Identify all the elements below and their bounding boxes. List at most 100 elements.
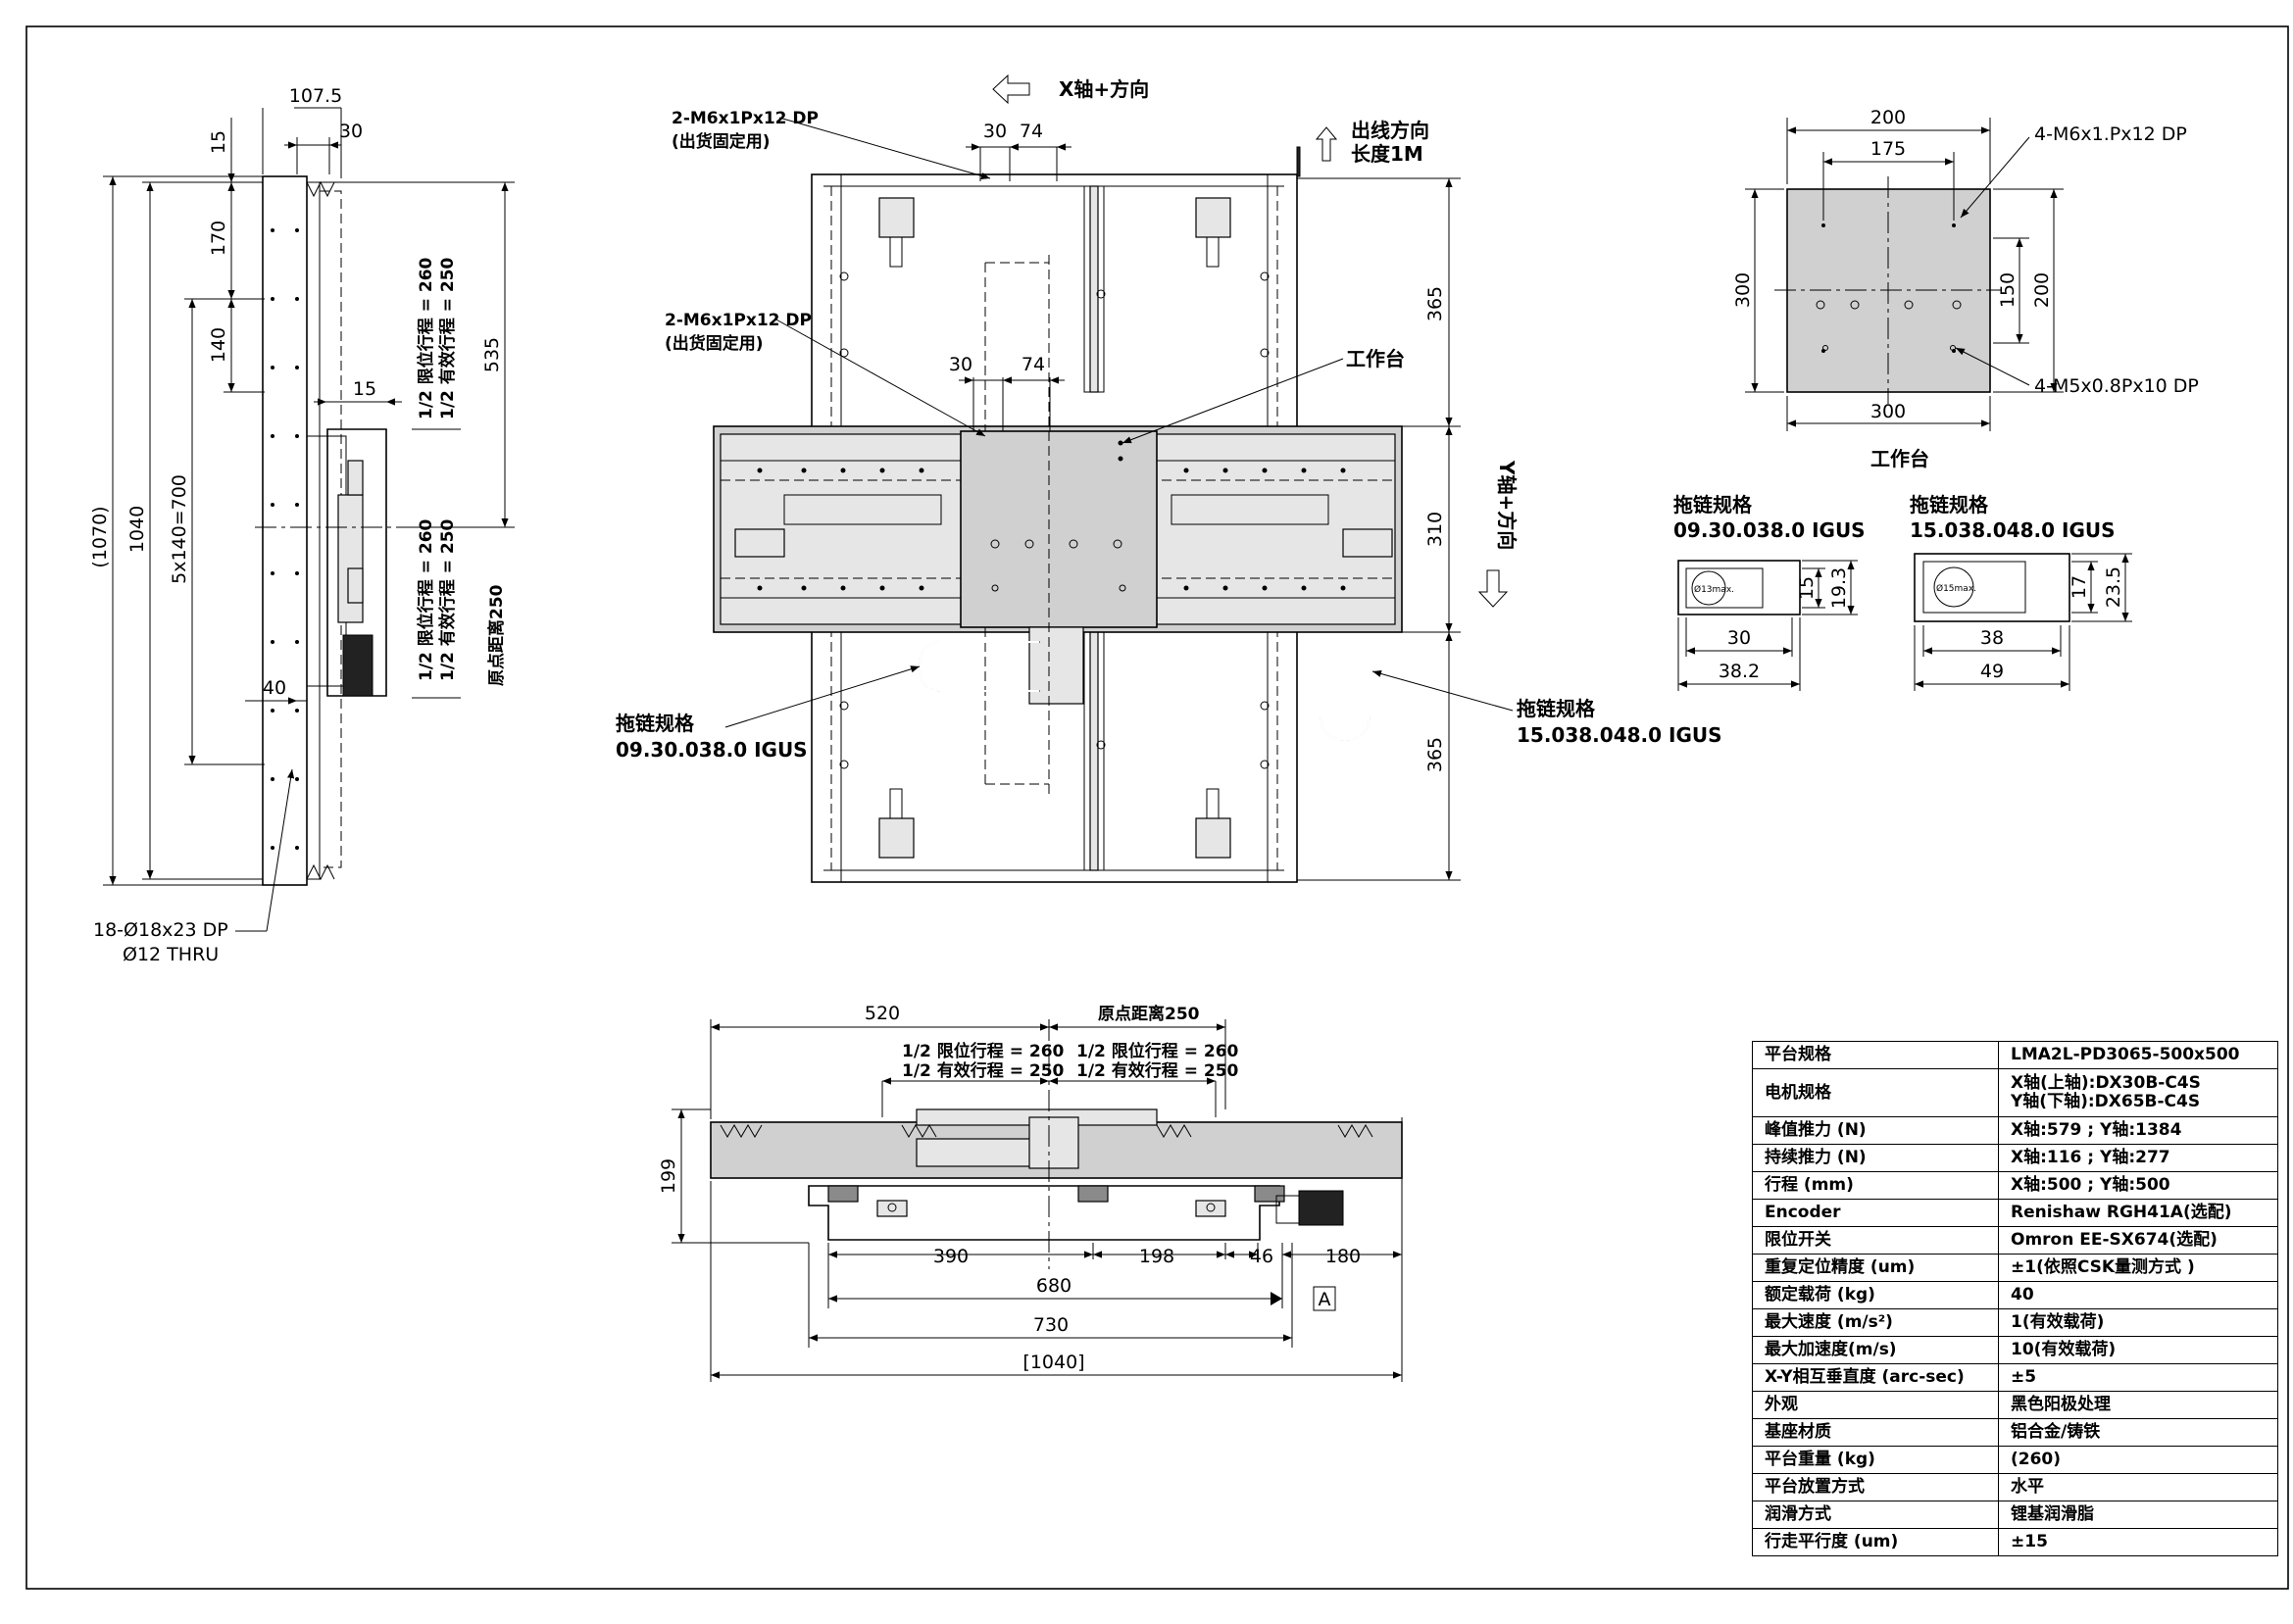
side-view: (1070) 1040 5x140=700 15 170 140 535 107… bbox=[89, 85, 515, 965]
spec-row: 峰值推力 (N) X轴:579 ; Y轴:1384 bbox=[1752, 1116, 2278, 1145]
spec-value: LMA2L-PD3065-500x500 bbox=[1998, 1041, 2278, 1069]
spec-value: Renishaw RGH41A(选配) bbox=[1998, 1199, 2278, 1227]
stroke-a2: 1/2 有效行程 = 250 bbox=[437, 257, 458, 419]
callout-mid-2: (出货固定用) bbox=[665, 333, 764, 354]
spec-row: 最大加速度(m/s)10(有效载荷) bbox=[1752, 1336, 2278, 1364]
spec-key: 限位开关 bbox=[1752, 1226, 1999, 1255]
dim-520: 520 bbox=[865, 1003, 900, 1024]
dim-30-side: 30 bbox=[339, 121, 363, 142]
side-chain-box bbox=[342, 634, 374, 697]
hole-note-2: Ø12 THRU bbox=[123, 944, 219, 965]
work-table bbox=[960, 430, 1158, 628]
chain1-inner-w: 30 bbox=[1727, 627, 1751, 649]
spec-value: ±15 bbox=[1998, 1528, 2278, 1556]
spec-row: 平台放置方式水平 bbox=[1752, 1473, 2278, 1501]
dim-365-a: 365 bbox=[1424, 286, 1446, 321]
spec-value-line: ±1(依照CSK量测方式 ) bbox=[2011, 1257, 2195, 1277]
spec-key: 润滑方式 bbox=[1752, 1501, 1999, 1529]
dim-170: 170 bbox=[208, 221, 229, 256]
front-motor-box bbox=[1298, 1190, 1344, 1226]
chain1-outer bbox=[1677, 560, 1801, 615]
spec-row: 基座材质铝合金/铸铁 bbox=[1752, 1418, 2278, 1447]
side-base-body bbox=[262, 175, 308, 886]
spec-key: X-Y相互垂直度 (arc-sec) bbox=[1752, 1363, 1999, 1392]
spec-row: 持续推力 (N)X轴:116 ; Y轴:277 bbox=[1752, 1144, 2278, 1172]
dim-199: 199 bbox=[658, 1158, 679, 1194]
chain-detail-2: 拖链规格 15.038.048.0 IGUS Ø15max. 17 23.5 3… bbox=[1910, 493, 2132, 691]
dim-15-side-b: 15 bbox=[353, 378, 376, 400]
dim-390: 390 bbox=[933, 1246, 969, 1267]
stroke-a1: 1/2 限位行程 = 260 bbox=[416, 257, 436, 419]
spec-row: 最大速度 (m/s²)1(有效载荷) bbox=[1752, 1308, 2278, 1337]
table-detail-title: 工作台 bbox=[1870, 447, 1929, 470]
spec-value: 水平 bbox=[1998, 1473, 2278, 1501]
spec-row: X-Y相互垂直度 (arc-sec) ±5 bbox=[1752, 1363, 2278, 1392]
dim-74-top: 74 bbox=[1020, 121, 1043, 142]
spec-key: 峰值推力 (N) bbox=[1752, 1116, 1999, 1145]
front-carriage bbox=[1028, 1116, 1079, 1169]
dim-198: 198 bbox=[1139, 1246, 1174, 1267]
spec-value-line: LMA2L-PD3065-500x500 bbox=[2011, 1045, 2240, 1064]
spec-key: 最大加速度(m/s) bbox=[1752, 1336, 1999, 1364]
dim-180: 180 bbox=[1325, 1246, 1361, 1267]
drag-chain-y bbox=[1320, 642, 1371, 741]
spec-key: 基座材质 bbox=[1752, 1418, 1999, 1447]
spec-key: 持续推力 (N) bbox=[1752, 1144, 1999, 1172]
chain-right-2: 15.038.048.0 IGUS bbox=[1517, 723, 1722, 747]
spec-value-line: Y轴(下轴):DX65B-C4S bbox=[2011, 1092, 2201, 1111]
table-detail: 200 175 300 150 200 300 4-M6x1.Px12 DP 4… bbox=[1732, 107, 2199, 470]
dim-40-side: 40 bbox=[263, 677, 286, 699]
spec-key: 平台放置方式 bbox=[1752, 1473, 1999, 1501]
x-axis-label: X轴+方向 bbox=[1059, 77, 1149, 101]
dim-730: 730 bbox=[1033, 1314, 1069, 1336]
y-carriage-block bbox=[1028, 626, 1084, 705]
spec-value-line: Renishaw RGH41A(选配) bbox=[2011, 1203, 2232, 1222]
chain-right-1: 拖链规格 bbox=[1517, 697, 1596, 720]
dim-200-top: 200 bbox=[1870, 107, 1906, 128]
sheet-border bbox=[25, 25, 2289, 1590]
y-end-blocks bbox=[878, 197, 1231, 859]
side-carriage bbox=[326, 428, 387, 697]
spec-value-line: 铝合金/铸铁 bbox=[2011, 1422, 2101, 1442]
chain2-outer-w: 49 bbox=[1980, 661, 2004, 682]
dim-74-mid: 74 bbox=[1022, 354, 1045, 375]
dim-535: 535 bbox=[481, 337, 503, 372]
spec-value-line: ±15 bbox=[2011, 1532, 2048, 1551]
dim-300-left: 300 bbox=[1732, 272, 1754, 308]
callout-top-2: (出货固定用) bbox=[672, 131, 771, 152]
spec-value-line: 1(有效载荷) bbox=[2011, 1312, 2105, 1332]
spec-key: 重复定位精度 (um) bbox=[1752, 1254, 1999, 1282]
dim-1040-front: [1040] bbox=[1022, 1352, 1084, 1373]
dim-680: 680 bbox=[1036, 1275, 1072, 1297]
dim-310: 310 bbox=[1424, 512, 1446, 547]
spec-value-line: X轴:579 ; Y轴:1384 bbox=[2011, 1120, 2182, 1140]
spec-key: 额定载荷 (kg) bbox=[1752, 1281, 1999, 1309]
side-origin: 原点距离250 bbox=[486, 584, 507, 686]
front-origin: 原点距离250 bbox=[1098, 1004, 1200, 1024]
dim-107-5: 107.5 bbox=[289, 85, 342, 107]
dim-1070: (1070) bbox=[89, 506, 111, 567]
spec-value: 黑色阳极处理 bbox=[1998, 1391, 2278, 1419]
dim-30-top: 30 bbox=[983, 121, 1007, 142]
spec-key: 电机规格 bbox=[1752, 1068, 1999, 1117]
stroke-b2: 1/2 有效行程 = 250 bbox=[437, 518, 458, 681]
chain2-outer bbox=[1914, 553, 2070, 622]
spec-value-line: ±5 bbox=[2011, 1367, 2037, 1387]
spec-key: 行程 (mm) bbox=[1752, 1171, 1999, 1200]
spec-key: 平台规格 bbox=[1752, 1041, 1999, 1069]
note-bottom: 4-M5x0.8Px10 DP bbox=[2034, 375, 2199, 397]
spec-value-line: 40 bbox=[2011, 1285, 2034, 1304]
spec-value: ±5 bbox=[1998, 1363, 2278, 1392]
dim-46: 46 bbox=[1250, 1246, 1273, 1267]
drag-chain-x bbox=[919, 641, 1040, 692]
cable-out-1: 出线方向 bbox=[1351, 119, 1429, 142]
dim-1040: 1040 bbox=[126, 506, 148, 553]
spec-value: 10(有效载荷) bbox=[1998, 1336, 2278, 1364]
cable-out-2: 长度1M bbox=[1351, 142, 1423, 166]
spec-value-line: 水平 bbox=[2011, 1477, 2044, 1497]
datum-a: A bbox=[1319, 1289, 1331, 1310]
spec-row: 平台规格 LMA2L-PD3065-500x500 bbox=[1752, 1041, 2278, 1069]
